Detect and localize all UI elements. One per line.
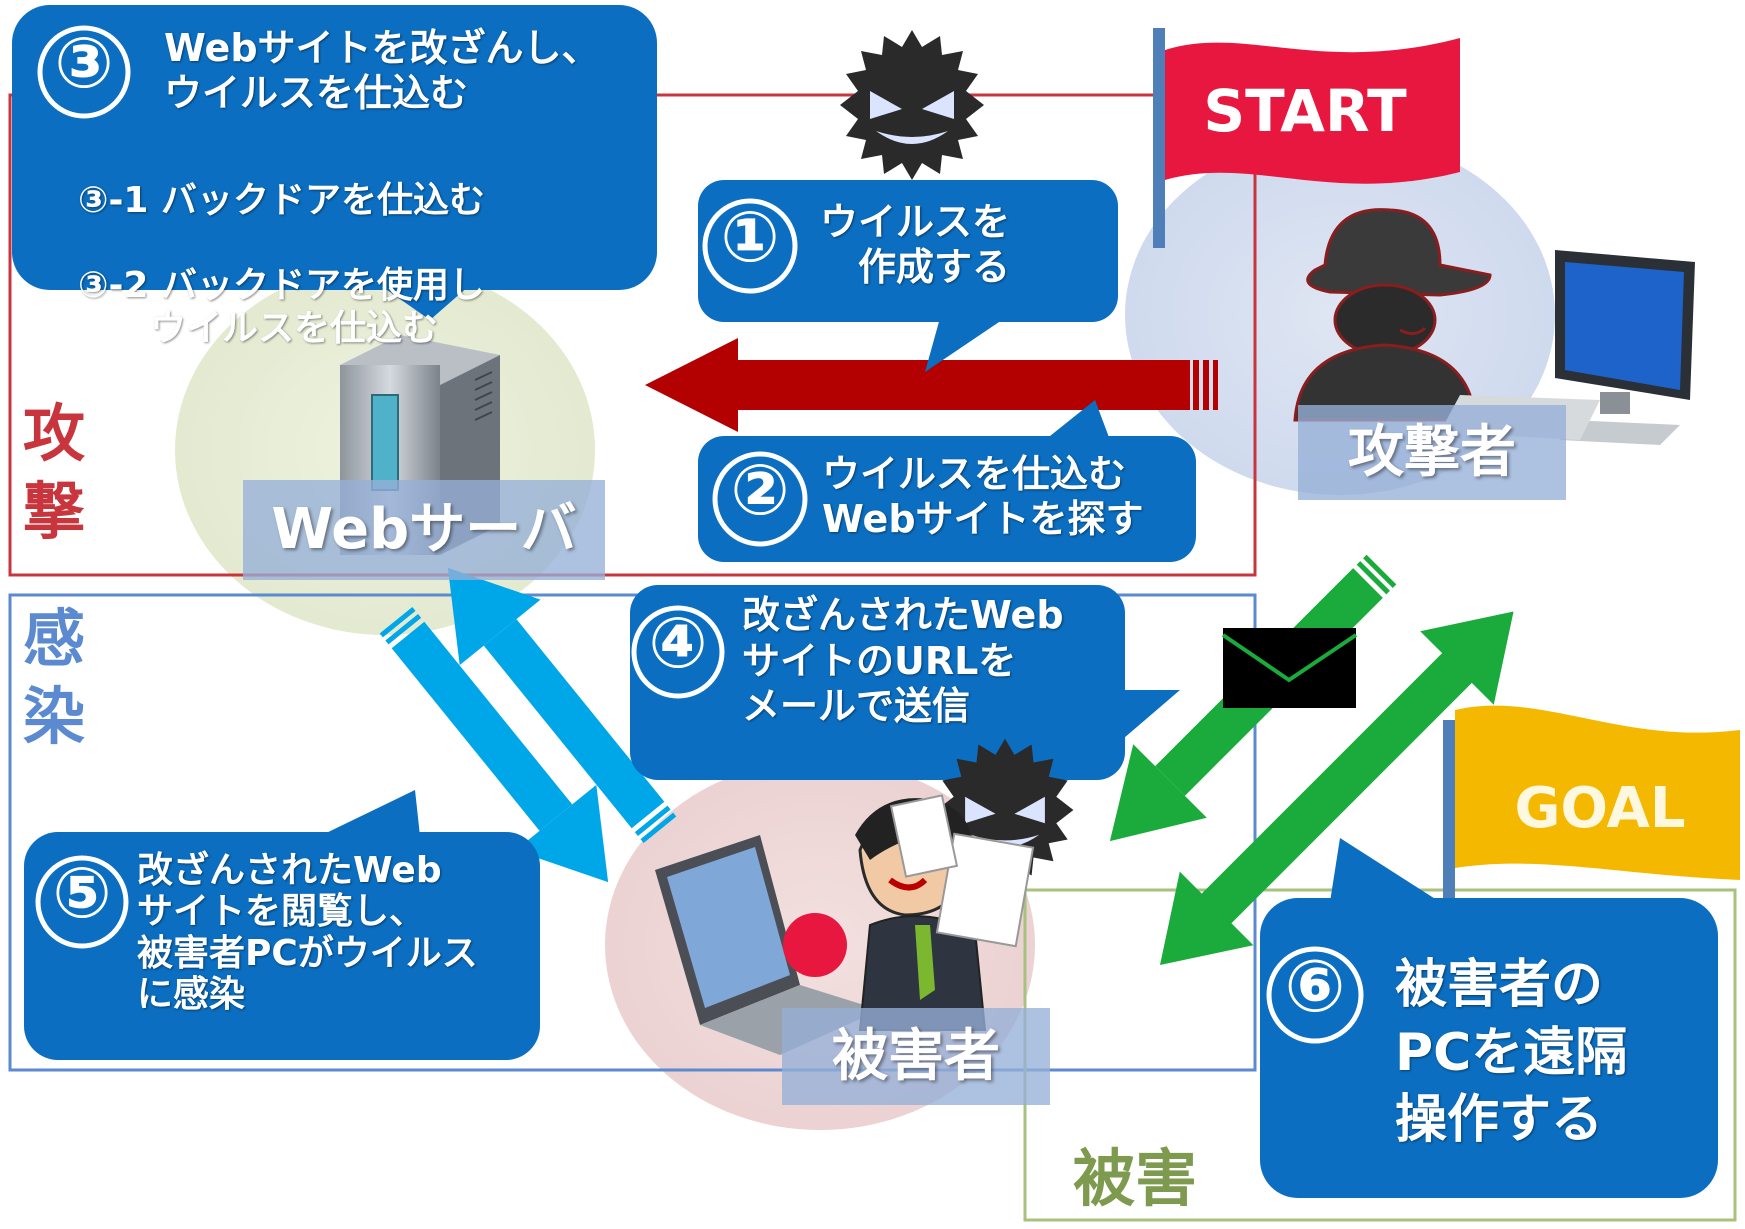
step5-number: ⑤ bbox=[52, 852, 112, 934]
start-flag bbox=[1153, 28, 1460, 248]
server-label: Webサーバ bbox=[243, 480, 605, 580]
step2-number: ② bbox=[730, 449, 790, 531]
step1-circle bbox=[702, 198, 798, 294]
step2-callout bbox=[698, 400, 1196, 562]
virus-icon bbox=[840, 30, 984, 180]
step5-text: 改ざんされたWeb サイトを閲覧し、 被害者PCがウイルス に感染 bbox=[137, 850, 478, 1016]
green-arrow-twoway bbox=[1160, 611, 1514, 965]
step4-circle bbox=[631, 605, 725, 699]
step5-callout bbox=[24, 790, 540, 1060]
step6-number: ⑥ bbox=[1284, 944, 1346, 1028]
red-arrow bbox=[645, 338, 1218, 432]
victim-icon bbox=[783, 794, 1035, 1031]
step3-substeps: ③-1 バックドアを仕込む ③-2 バックドアを使用し ウイルスを仕込む bbox=[78, 138, 638, 393]
step6-callout bbox=[1260, 838, 1718, 1198]
step2-circle bbox=[712, 451, 808, 547]
laptop-icon bbox=[655, 835, 880, 1055]
infect-frame bbox=[8, 593, 1257, 1072]
section-infect-label: 感 染 bbox=[22, 602, 85, 753]
step3-text: Webサイトを改ざんし、 ウイルスを仕込む bbox=[164, 26, 600, 115]
start-flag-text: START bbox=[1203, 77, 1407, 145]
step1-text: ウイルスを 作成する bbox=[820, 200, 1011, 289]
step3-callout bbox=[12, 5, 657, 320]
step4-number: ④ bbox=[648, 602, 708, 684]
step3-number: ③ bbox=[54, 22, 114, 104]
hacker-icon bbox=[1293, 208, 1492, 422]
cyan-arrow-up bbox=[447, 567, 677, 843]
substep-3-2: ③-2 バックドアを使用し ウイルスを仕込む bbox=[78, 265, 486, 349]
step5-circle bbox=[35, 855, 129, 949]
step3-circle bbox=[37, 25, 131, 119]
mail-icon bbox=[1221, 628, 1358, 708]
step6-circle bbox=[1266, 946, 1364, 1044]
step4-text: 改ざんされたWeb サイトのURLを メールで送信 bbox=[742, 593, 1064, 729]
step1-callout bbox=[698, 180, 1118, 372]
section-damage-label: 被害 bbox=[1072, 1142, 1197, 1215]
victim-label: 被害者 bbox=[782, 1008, 1050, 1105]
step2-text: ウイルスを仕込む Webサイトを探す bbox=[822, 452, 1144, 541]
section-attack-label: 攻 撃 bbox=[22, 397, 85, 548]
step1-number: ① bbox=[720, 196, 780, 278]
substep-3-1: ③-1 バックドアを仕込む bbox=[78, 180, 486, 222]
goal-flag bbox=[1443, 705, 1740, 935]
step4-callout bbox=[630, 585, 1180, 780]
step6-text: 被害者の PCを遠隔 操作する bbox=[1395, 955, 1628, 1151]
attacker-label: 攻撃者 bbox=[1298, 405, 1566, 500]
goal-flag-text: GOAL bbox=[1514, 776, 1686, 841]
